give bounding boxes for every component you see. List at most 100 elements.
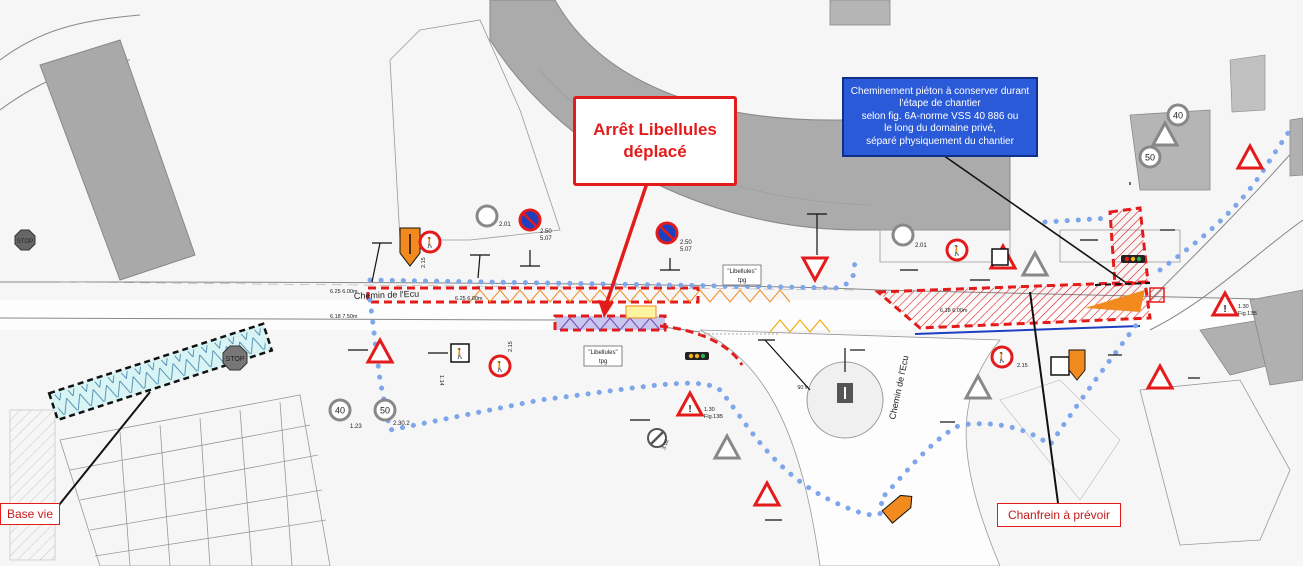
svg-text:2.50: 2.50	[680, 240, 692, 246]
arret-callout-line2: déplacé	[623, 142, 687, 161]
pedestrian-panel-2	[991, 248, 1009, 266]
arret-libellules-callout: Arrêt Libellules déplacé	[573, 96, 737, 186]
svg-text:5.07: 5.07	[680, 247, 692, 253]
chanfrein-leader	[1029, 291, 1059, 504]
yield-sign-1	[800, 256, 830, 284]
building-left	[39, 39, 196, 281]
speed-limit-50: 50	[373, 398, 397, 422]
svg-text:4.05: 4.05	[797, 383, 808, 389]
warning-triangle-6	[752, 479, 782, 507]
svg-text:2.30.2: 2.30.2	[393, 421, 410, 427]
svg-text:"Libellules": "Libellules"	[588, 350, 617, 356]
cheminement-line3: selon fig. 6A-norme VSS 40 886 ou	[861, 110, 1019, 122]
svg-text:2.15: 2.15	[1017, 363, 1028, 369]
svg-text:5.07: 5.07	[540, 236, 552, 242]
svg-text:Fig.13B: Fig.13B	[1238, 311, 1257, 317]
svg-text:2.01: 2.01	[499, 222, 511, 228]
pedestrian-sign-2: 🚶	[488, 354, 512, 378]
speed-limit-40: 40	[328, 398, 352, 422]
end-restriction-sign	[647, 428, 667, 448]
svg-text:tpg: tpg	[599, 359, 607, 365]
speed-limit-50-ne: 50	[1138, 145, 1162, 169]
speed-limit-40-ne: 40	[1166, 103, 1190, 127]
stop-sign-basevie: STOP	[222, 345, 248, 371]
stop-sign-topleft: STOP	[14, 229, 36, 251]
base-vie-leader	[54, 391, 151, 511]
svg-text:!: !	[688, 404, 691, 415]
orange-detour-sign	[399, 227, 421, 267]
traffic-light-2	[1121, 255, 1145, 263]
orange-detour-sign-2	[1068, 349, 1086, 381]
parking-area	[59, 394, 331, 566]
warning-triangle-1	[365, 336, 395, 364]
works-zone-left	[366, 286, 831, 366]
no-parking-sign-2	[655, 221, 679, 245]
pedestrian-path	[367, 127, 1293, 518]
svg-text:STOP: STOP	[226, 356, 245, 363]
traffic-light-1	[685, 352, 709, 360]
svg-text:1.30: 1.30	[1238, 304, 1249, 310]
pedestrian-panel-3	[1050, 356, 1070, 376]
warning-triangle-7	[1235, 142, 1265, 170]
svg-text:2.15: 2.15	[508, 341, 514, 352]
yield-sign-2	[712, 432, 742, 460]
cheminement-pieton-callout: Cheminement piéton à conserver durant l'…	[842, 77, 1038, 157]
no-parking-sign-1	[518, 208, 542, 232]
street-label-main: Chemin de l'Ecu	[354, 289, 420, 301]
svg-text:40: 40	[1173, 111, 1183, 121]
pedestrian-sign-1: 🚶	[418, 230, 442, 254]
orange-detour-sign-3	[881, 494, 913, 524]
svg-text:3.02: 3.02	[661, 439, 670, 451]
svg-text:40: 40	[335, 406, 345, 416]
pedestrian-panel-1: 🚶	[450, 343, 470, 363]
bus-stop-panel-2: "Libellules" tpg	[583, 345, 623, 367]
warning-triangle-3: !	[1210, 289, 1240, 317]
grey-circle-sign-2	[891, 223, 915, 247]
base-vie-label: Base vie	[0, 503, 60, 525]
cheminement-line2: l'étape de chantier	[899, 98, 981, 110]
svg-text:50: 50	[380, 406, 390, 416]
svg-text:6.18 6.00m: 6.18 6.00m	[940, 308, 968, 314]
svg-text:2.50: 2.50	[540, 229, 552, 235]
bus-stop-panel-1: "Libellules" tpg	[722, 264, 762, 286]
svg-text:6.25 6.00m: 6.25 6.00m	[455, 296, 483, 302]
yield-sign-3	[963, 372, 993, 400]
svg-text:Fig.13B: Fig.13B	[704, 414, 723, 420]
svg-text:1.30: 1.30	[704, 407, 715, 413]
base-vie-container	[47, 322, 274, 422]
svg-text:50: 50	[1145, 153, 1155, 163]
svg-text:6.18 7.50m: 6.18 7.50m	[330, 314, 358, 320]
yield-sign-5	[1150, 119, 1180, 147]
svg-text:🚶: 🚶	[424, 236, 436, 249]
pedestrian-sign-4: 🚶	[990, 345, 1014, 369]
svg-text:2.15: 2.15	[421, 257, 427, 268]
pedestrian-sign-3: 🚶	[945, 238, 969, 262]
svg-text:1.23: 1.23	[350, 424, 362, 430]
chanfrein-label: Chanfrein à prévoir	[997, 503, 1121, 527]
arret-callout-line1: Arrêt Libellules	[593, 120, 717, 139]
svg-text:🚶: 🚶	[494, 360, 506, 373]
svg-text:"Libellules": "Libellules"	[727, 269, 756, 275]
svg-text:!: !	[1223, 304, 1226, 315]
svg-text:🚶: 🚶	[951, 244, 963, 257]
svg-text:STOP: STOP	[17, 239, 33, 245]
building-curved	[489, 0, 1011, 231]
cheminement-leader	[939, 152, 1126, 283]
one-way-sign	[837, 383, 853, 403]
warning-triangle-5	[1145, 362, 1175, 390]
cheminement-line1: Cheminement piéton à conserver durant	[850, 85, 1030, 97]
svg-text:2.01: 2.01	[915, 243, 927, 249]
cheminement-line5: séparé physiquement du chantier	[866, 135, 1014, 147]
svg-text:1.14: 1.14	[438, 375, 444, 386]
arret-leader	[603, 179, 650, 309]
svg-text:🚶: 🚶	[996, 351, 1008, 364]
works-zone-right	[874, 206, 1165, 335]
svg-text:tpg: tpg	[738, 278, 746, 284]
svg-text:🚶: 🚶	[454, 347, 466, 360]
grey-circle-sign-1	[475, 204, 499, 228]
warning-triangle-2: !	[675, 389, 705, 417]
yield-sign-4	[1020, 249, 1050, 277]
cheminement-line4: le long du domaine privé,	[884, 123, 996, 135]
svg-text:6.25 6.00m: 6.25 6.00m	[330, 289, 358, 295]
